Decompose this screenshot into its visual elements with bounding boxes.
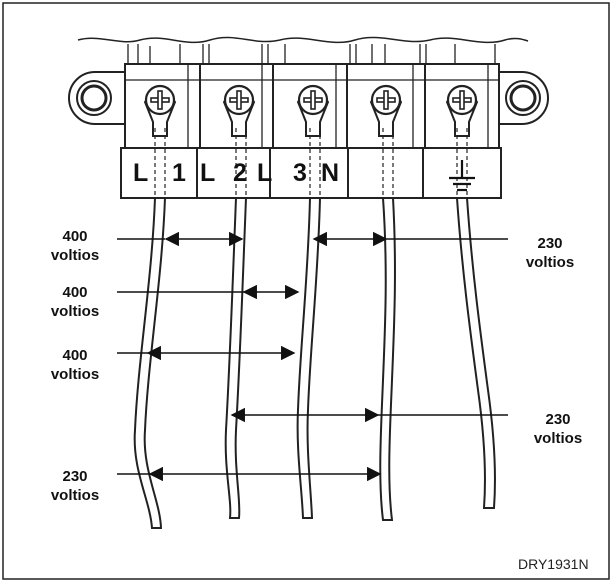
left-mounting-ear (68, 71, 125, 125)
wire-N (379, 197, 396, 521)
terminal-label-L1-letter: L (133, 159, 149, 187)
terminal-screws (143, 84, 479, 137)
wire-L2 (224, 197, 248, 519)
panel-cut-edge (77, 36, 529, 44)
panel-ribs (127, 44, 496, 64)
screw-L1-icon (143, 84, 177, 137)
voltage-label-2: 400 voltios (40, 283, 110, 321)
wires (133, 197, 496, 529)
voltage-unit-3: voltios (50, 366, 100, 383)
voltage-label-5: 230 voltios (520, 410, 596, 448)
voltage-value-4: 230 (537, 235, 563, 252)
terminal-block-ledges (125, 64, 499, 148)
voltage-unit-5: voltios (533, 430, 583, 447)
voltage-value-5: 230 (545, 411, 571, 428)
wire-L3 (296, 197, 322, 519)
wire-L1 (133, 197, 167, 529)
figure-code: DRY1931N (518, 556, 589, 572)
voltage-label-6: 230 voltios (40, 467, 110, 505)
voltage-unit-6: voltios (50, 487, 100, 504)
wire-PE (455, 197, 496, 509)
terminal-label-L1-number: 1 (172, 159, 186, 187)
right-mounting-ear (498, 71, 549, 125)
voltage-value-6: 230 (62, 468, 88, 485)
voltage-indicators (117, 231, 508, 482)
terminal-label-L2-number: 2 (233, 159, 247, 187)
voltage-unit-4: voltios (525, 254, 575, 271)
terminal-label-L3-number: 3 (293, 159, 307, 187)
voltage-label-4: 230 voltios (512, 234, 588, 272)
terminal-label-L2-letter: L (200, 159, 216, 187)
voltage-value-1: 400 (62, 228, 88, 245)
voltage-label-3: 400 voltios (40, 346, 110, 384)
voltage-value-3: 400 (62, 347, 88, 364)
voltage-unit-2: voltios (50, 303, 100, 320)
ground-symbol-icon (449, 160, 475, 192)
terminal-label-N: N (321, 159, 340, 187)
voltage-label-1: 400 voltios (40, 227, 110, 265)
screw-N-icon (369, 84, 403, 137)
wire-dashes (154, 128, 468, 198)
voltage-unit-1: voltios (50, 247, 100, 264)
voltage-value-2: 400 (62, 284, 88, 301)
screw-PE-icon (445, 84, 479, 137)
terminal-label-L3-letter: L (257, 159, 273, 187)
